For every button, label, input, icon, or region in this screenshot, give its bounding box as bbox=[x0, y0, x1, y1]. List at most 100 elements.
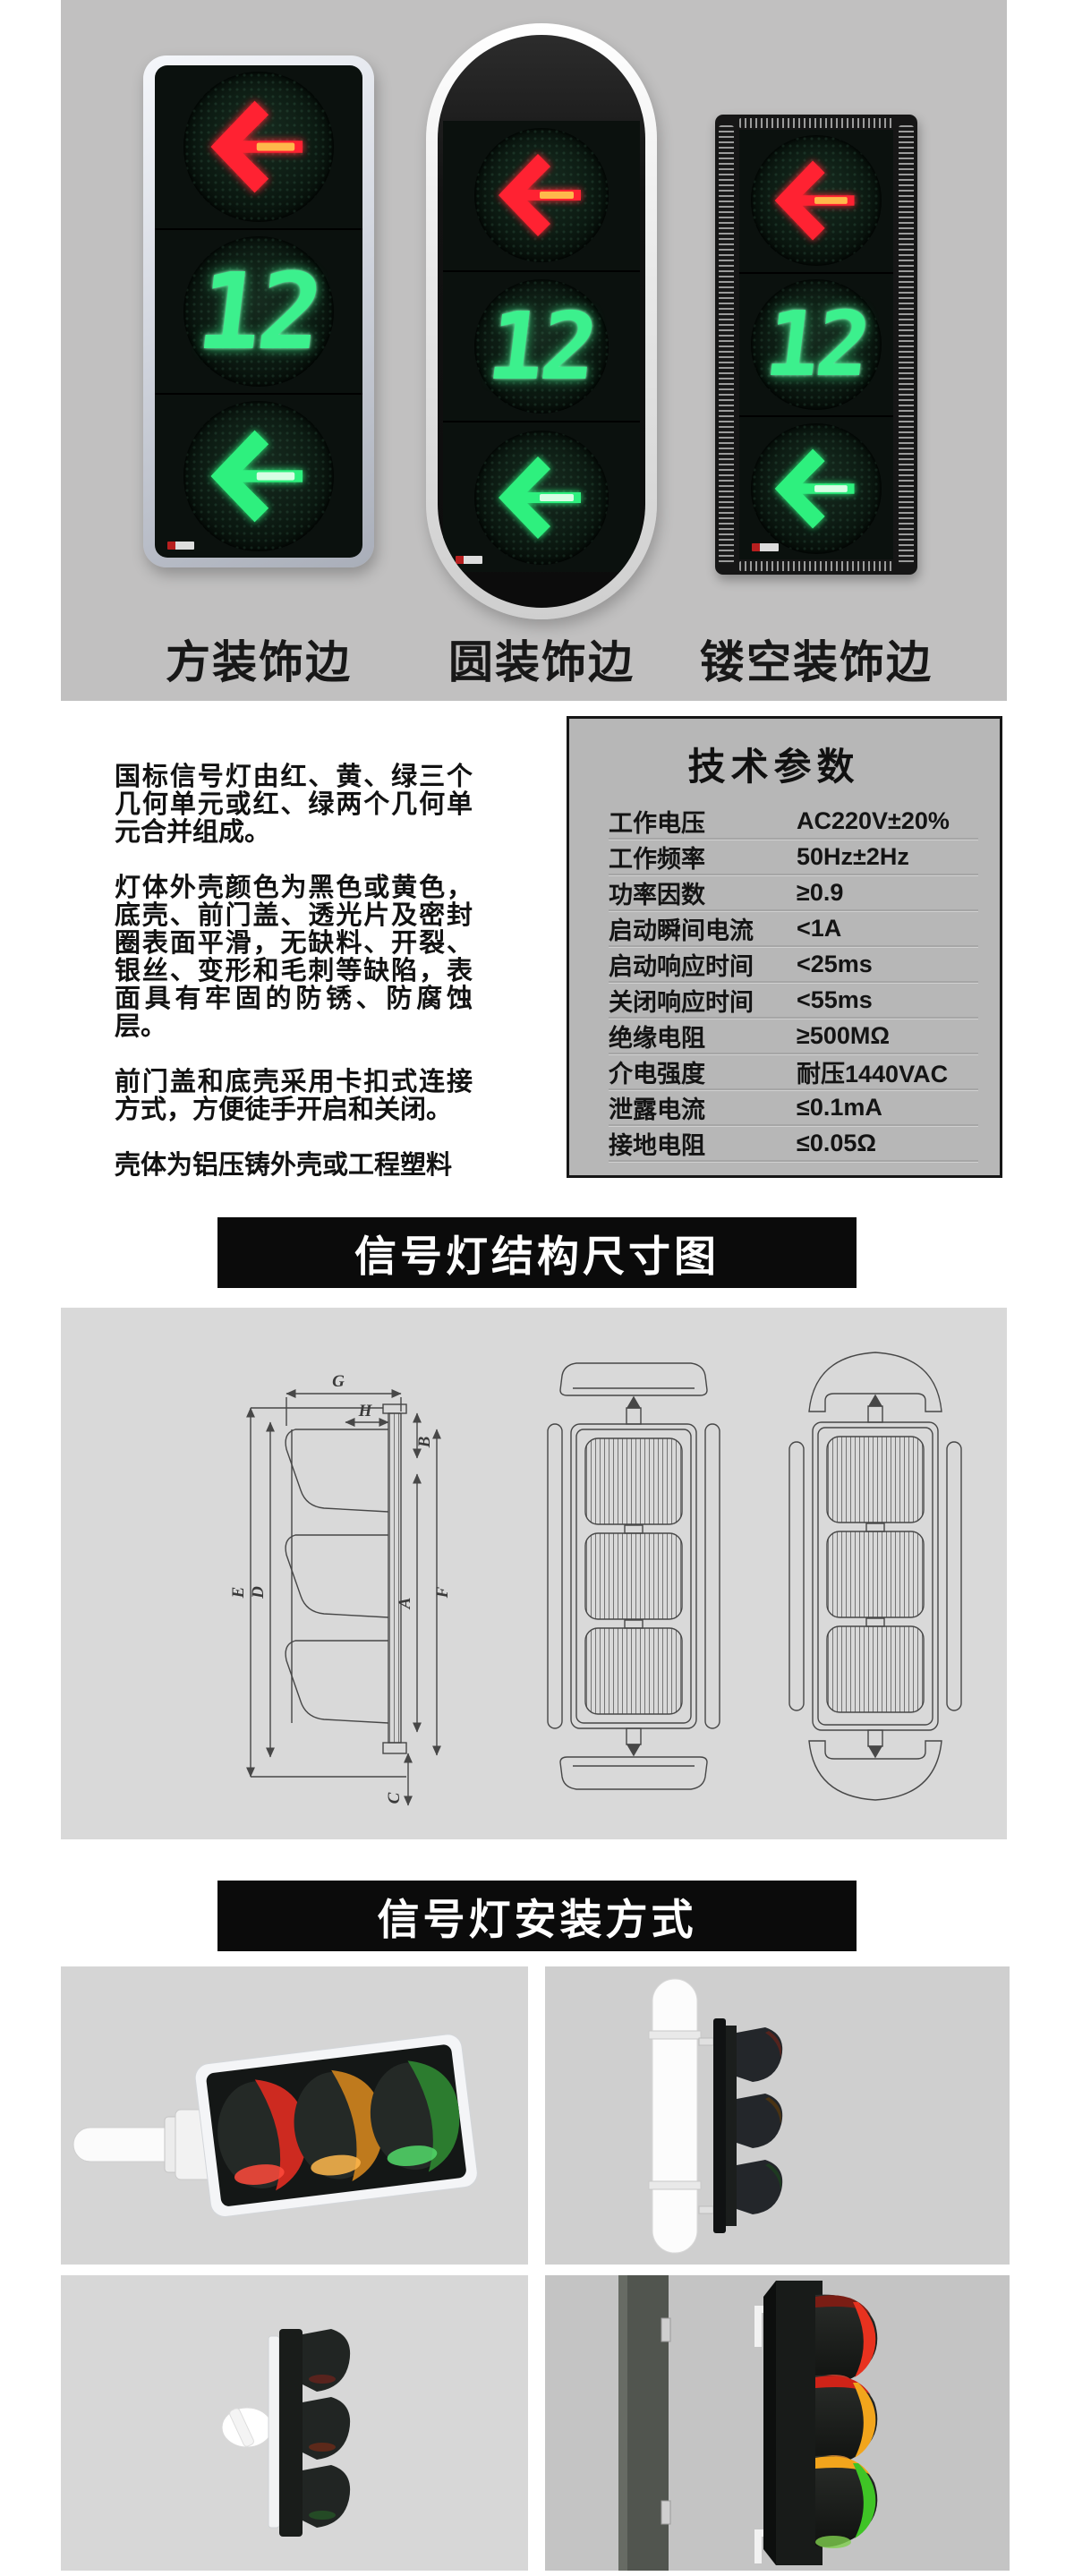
spec-value: ≥0.9 bbox=[797, 878, 844, 906]
traffic-light-square-frame: 12 bbox=[143, 55, 374, 567]
dim-label-B: B bbox=[415, 1437, 434, 1449]
countdown-lens: 12 bbox=[183, 236, 334, 387]
red-arrow-module bbox=[155, 65, 362, 228]
structure-banner-text: 信号灯结构尺寸图 bbox=[354, 1233, 720, 1280]
spec-label: 工作频率 bbox=[609, 845, 705, 873]
red-arrow-lens bbox=[183, 72, 334, 222]
spec-row: 泄露电流 ≤0.1mA bbox=[609, 1090, 978, 1126]
green-arrow-lens bbox=[183, 401, 334, 551]
green-arrow-lens bbox=[474, 430, 609, 565]
countdown-lens: 12 bbox=[751, 279, 882, 410]
green-arrow-module bbox=[155, 393, 362, 558]
left-arrow-red-icon bbox=[774, 160, 855, 241]
countdown-module: 12 bbox=[155, 228, 362, 393]
dim-label-E: E bbox=[229, 1587, 248, 1599]
horizontal-signal bbox=[194, 2034, 478, 2217]
signal-closeup-illustration bbox=[618, 2275, 878, 2571]
spec-value: <25ms bbox=[797, 950, 873, 977]
spec-value: <55ms bbox=[797, 985, 873, 1013]
front-view-dome-cap-drawing bbox=[788, 1352, 962, 1801]
spec-row: 功率因数 ≥0.9 bbox=[609, 875, 978, 911]
green-arrow-module bbox=[739, 415, 893, 559]
description-paragraph: 壳体为铝压铸外壳或工程塑料 bbox=[115, 1151, 453, 1180]
spec-label: 启动瞬间电流 bbox=[609, 917, 754, 944]
dim-label-D: D bbox=[249, 1586, 268, 1599]
light-body: 12 bbox=[155, 65, 362, 558]
signal-side-view bbox=[698, 2018, 783, 2233]
signal-profile bbox=[268, 2329, 351, 2537]
product-label-square: 方装饰边 bbox=[166, 637, 352, 687]
spec-label: 绝缘电阻 bbox=[609, 1024, 705, 1052]
spec-label: 介电强度 bbox=[609, 1060, 705, 1088]
spec-row: 启动响应时间 <25ms bbox=[609, 947, 978, 983]
countdown-digits: 12 bbox=[482, 292, 601, 401]
light-body: 12 bbox=[443, 121, 640, 572]
pole-dark bbox=[618, 2275, 671, 2571]
left-arrow-red-icon bbox=[210, 100, 303, 193]
traffic-light-hollow-frame: 12 bbox=[715, 115, 917, 575]
spec-label: 工作电压 bbox=[609, 809, 705, 837]
round-capsule-shell: 12 bbox=[438, 35, 645, 608]
front-view-flat-cap-drawing bbox=[547, 1362, 720, 1790]
side-view-drawing: G H B E D A F C bbox=[229, 1372, 452, 1806]
green-arrow-module bbox=[443, 421, 640, 572]
description-paragraph: 前门盖和底壳采用卡扣式连接方式，方便徒手开启和关闭。 bbox=[115, 1068, 473, 1124]
dim-label-H: H bbox=[358, 1402, 373, 1420]
red-arrow-module bbox=[739, 130, 893, 272]
green-arrow-lens bbox=[751, 422, 882, 554]
dim-label-F: F bbox=[433, 1586, 452, 1599]
spec-row: 接地电阻 ≤0.05Ω bbox=[609, 1126, 978, 1162]
lattice-bottom-strip bbox=[739, 561, 893, 571]
spec-value: 50Hz±2Hz bbox=[797, 842, 909, 870]
products-section: 12 bbox=[61, 0, 1007, 701]
spec-row: 启动瞬间电流 <1A bbox=[609, 911, 978, 947]
signal-profile-illustration bbox=[221, 2329, 351, 2537]
dimension-diagram: G H B E D A F C bbox=[229, 1352, 962, 1806]
pole-side-signal-illustration bbox=[648, 1978, 783, 2254]
red-arrow-lens bbox=[751, 135, 882, 267]
spec-label: 泄露电流 bbox=[609, 1096, 705, 1123]
dim-label-C: C bbox=[385, 1792, 404, 1804]
countdown-module: 12 bbox=[739, 271, 893, 416]
left-arrow-green-icon bbox=[499, 456, 581, 539]
spec-row: 工作电压 AC220V±20% bbox=[609, 804, 978, 840]
spec-value: AC220V±20% bbox=[797, 806, 950, 834]
spec-row: 工作频率 50Hz±2Hz bbox=[609, 840, 978, 875]
photo-horizontal-mount bbox=[61, 1966, 528, 2265]
photo-side-pole-mount bbox=[545, 1966, 1010, 2265]
pole-horizontal bbox=[72, 2109, 216, 2180]
horizontal-signal-illustration bbox=[72, 2034, 478, 2217]
description-paragraph: 灯体外壳颜色为黑色或黄色，底壳、前门盖、透光片及密封圈表面平滑，无缺料、开裂、银… bbox=[115, 874, 473, 1041]
left-arrow-green-icon bbox=[774, 448, 855, 529]
photo-profile-view bbox=[61, 2275, 528, 2571]
spec-row: 关闭响应时间 <55ms bbox=[609, 983, 978, 1019]
lattice-top-strip bbox=[739, 118, 893, 128]
spec-value: <1A bbox=[797, 914, 842, 942]
product-label-round: 圆装饰边 bbox=[448, 637, 635, 687]
installation-banner: 信号灯安装方式 bbox=[217, 1881, 857, 1951]
spec-table: 技术参数 工作电压 AC220V±20% 工作频率 50Hz±2Hz 功率因数 … bbox=[567, 716, 1002, 1178]
light-body: 12 bbox=[739, 130, 893, 559]
countdown-module: 12 bbox=[443, 269, 640, 422]
spec-value: ≥500MΩ bbox=[797, 1021, 891, 1049]
product-label-hollow: 镂空装饰边 bbox=[700, 637, 933, 687]
left-arrow-red-icon bbox=[499, 154, 581, 237]
spec-label: 启动响应时间 bbox=[609, 952, 754, 980]
signal-closeup bbox=[754, 2281, 878, 2565]
red-arrow-module bbox=[443, 121, 640, 270]
description-paragraph: 国标信号灯由红、黄、绿三个几何单元或红、绿两个几何单元合并组成。 bbox=[115, 763, 473, 847]
brand-logo bbox=[456, 556, 482, 564]
spec-label: 功率因数 bbox=[609, 881, 705, 908]
brand-logo bbox=[167, 542, 194, 550]
spec-row: 介电强度 耐压1440VAC bbox=[609, 1054, 978, 1090]
dimension-diagram-section: G H B E D A F C bbox=[61, 1308, 1007, 1839]
countdown-digits: 12 bbox=[759, 292, 874, 397]
structure-banner: 信号灯结构尺寸图 bbox=[217, 1217, 857, 1288]
left-arrow-green-icon bbox=[210, 430, 303, 523]
countdown-digits: 12 bbox=[191, 250, 327, 373]
dim-label-G: G bbox=[332, 1372, 345, 1391]
dim-label-A: A bbox=[396, 1598, 414, 1610]
spec-value: ≤0.05Ω bbox=[797, 1129, 877, 1156]
spec-label: 关闭响应时间 bbox=[609, 988, 754, 1016]
